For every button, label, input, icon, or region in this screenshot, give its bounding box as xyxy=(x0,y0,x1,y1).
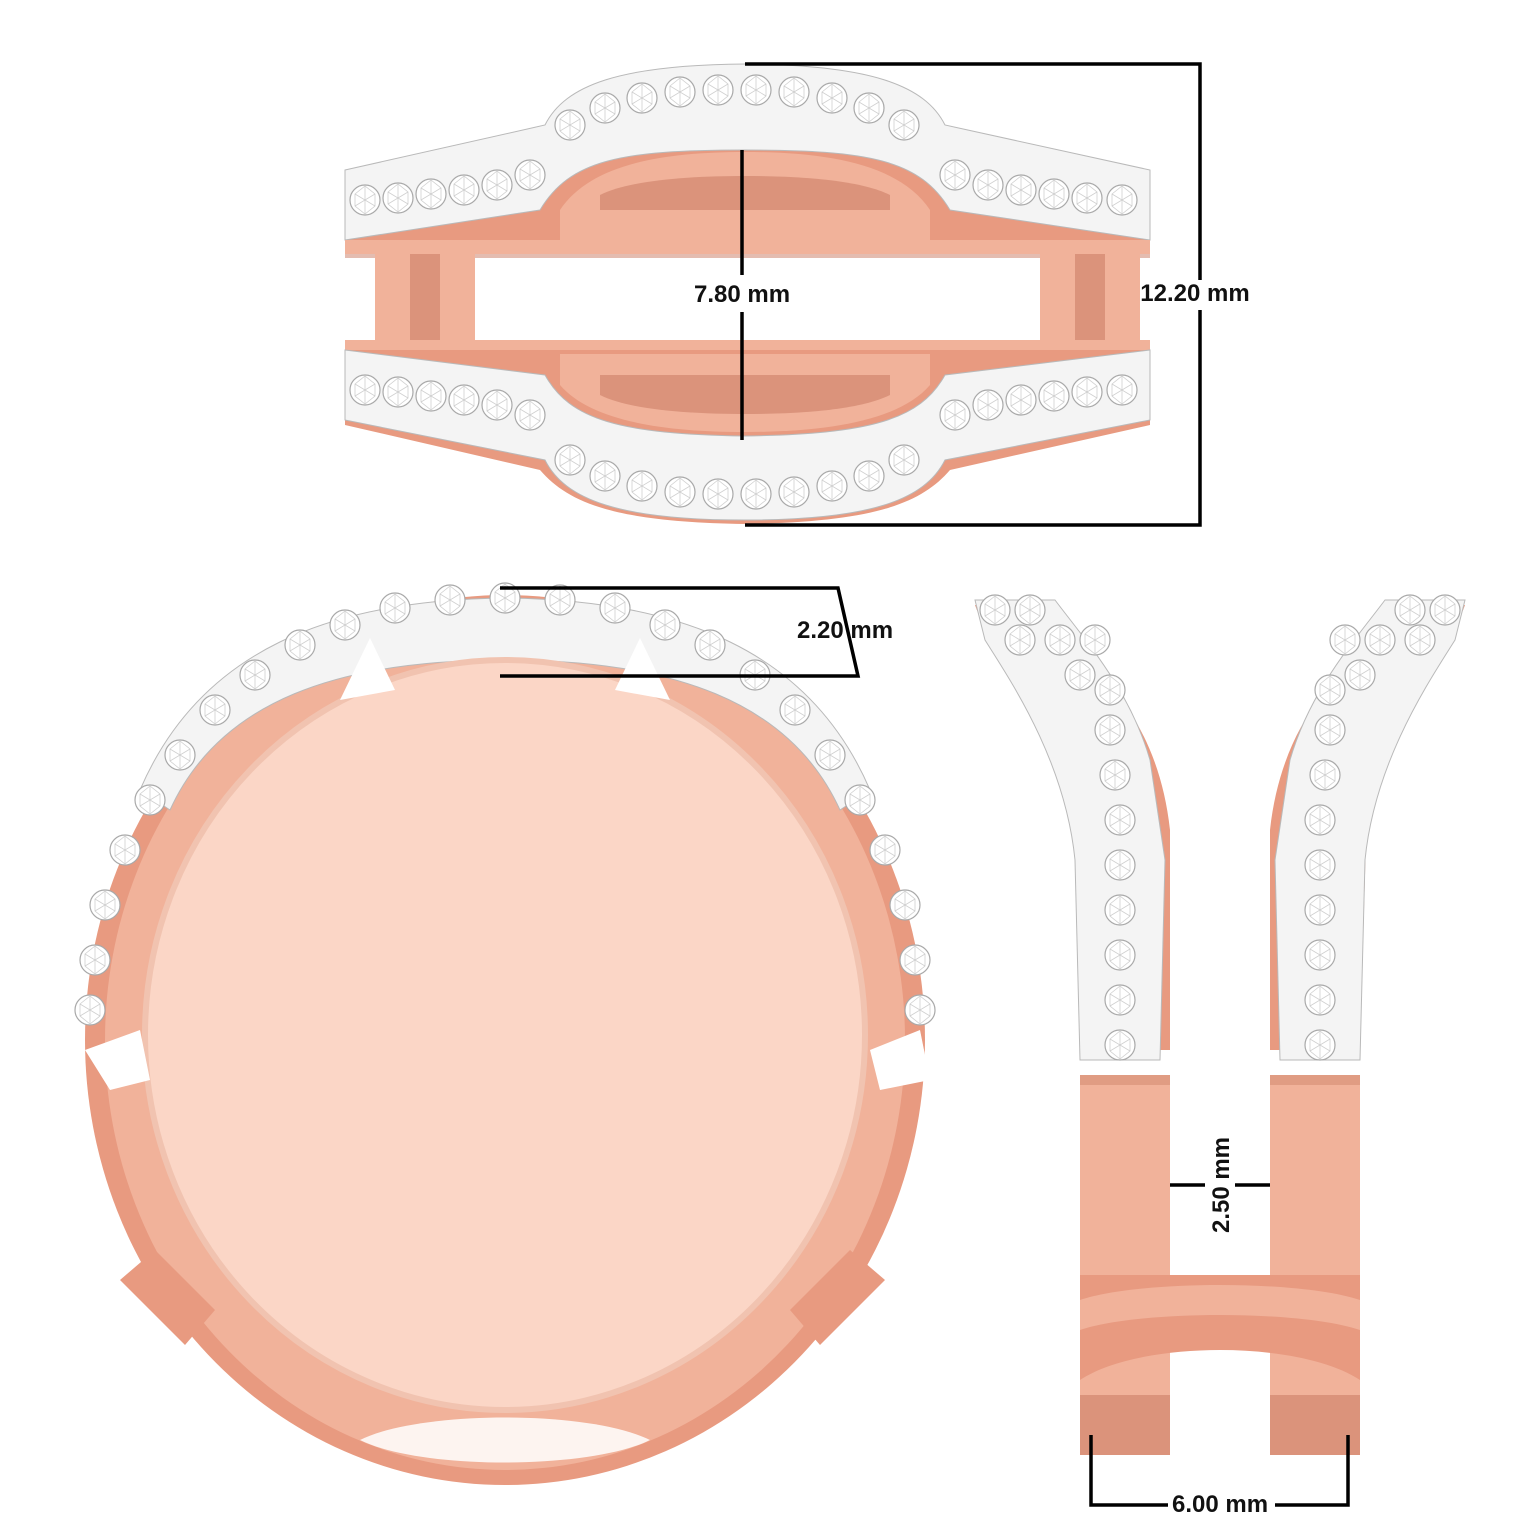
top-left-shank xyxy=(1080,1075,1170,1455)
width-dimension-line-left xyxy=(1089,1435,1168,1507)
side-profile-view: 2.20 mm xyxy=(74,582,936,1485)
front-lower-setting xyxy=(344,349,1151,521)
band-width-dimension-line xyxy=(500,586,861,678)
profile-right-prong xyxy=(790,1250,885,1345)
gap-label: 2.50 mm xyxy=(1208,1137,1235,1233)
total-height-dimension-line xyxy=(745,62,1202,280)
width-label: 6.00 mm xyxy=(1172,1491,1268,1518)
profile-left-prong xyxy=(120,1250,215,1345)
front-view: 7.80 mm 12.20 mm xyxy=(344,62,1250,527)
top-view: 2.50 mm 6.00 mm xyxy=(974,594,1466,1518)
front-middle-rail-top xyxy=(345,240,1150,254)
width-dimension-line-right xyxy=(1275,1435,1350,1507)
top-right-shank xyxy=(1270,1075,1360,1455)
inner-height-label: 7.80 mm xyxy=(694,281,790,308)
band-width-label: 2.20 mm xyxy=(797,617,893,644)
total-height-label: 12.20 mm xyxy=(1140,280,1249,307)
